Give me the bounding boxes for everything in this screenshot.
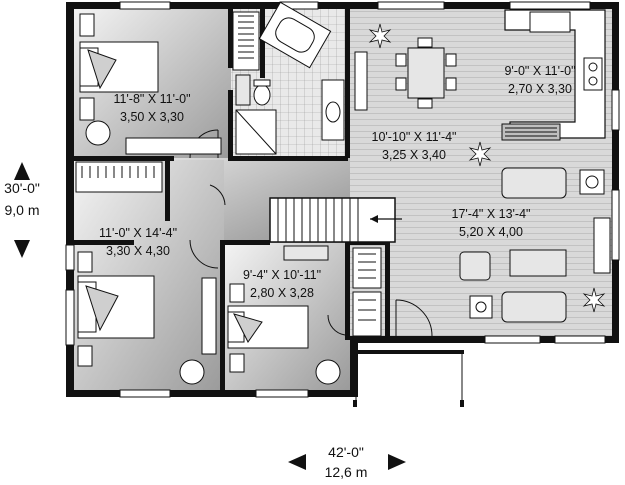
width-imperial: 42'-0" [328,444,364,460]
room-dimensions-imperial: 17'-4" X 13'-4" [452,207,531,221]
bathroom-fixtures [235,1,345,155]
floor-porch [353,352,463,392]
room-label-living: 17'-4" X 13'-4" 5,20 X 4,00 [452,207,531,239]
overall-width-dimension: 42'-0" 12,6 m [288,444,406,480]
depth-imperial: 30'-0" [4,180,40,196]
room-dimensions-metric: 3,25 X 3,40 [382,148,446,162]
room-label-bedroom-top-left: 11'-8" X 11'-0" 3,50 X 3,30 [113,92,190,124]
room-label-dining: 10'-10" X 11'-4" 3,25 X 3,40 [372,130,457,162]
room-dimensions-metric: 3,30 X 4,30 [106,244,170,258]
arrow-up-icon [14,162,30,180]
arrow-left-icon [288,454,306,470]
living-furniture [459,167,611,323]
staircase [269,197,402,243]
interior-walls [74,8,390,392]
room-dimensions-imperial: 9'-4" X 10'-11" [243,268,321,282]
bedroom-top-left-furniture [79,13,222,155]
room-label-kitchen: 9'-0" X 11'-0" 2,70 X 3,30 [504,64,575,96]
room-dimensions-metric: 2,70 X 3,30 [508,82,572,96]
kitchen-furniture [501,9,606,141]
width-metric: 12,6 m [325,464,368,480]
room-dimensions-metric: 2,80 X 3,28 [250,286,314,300]
porch [353,350,464,407]
room-dimensions-imperial: 9'-0" X 11'-0" [504,64,575,78]
room-dimensions-imperial: 11'-0" X 14'-4" [99,226,177,240]
closets [75,11,382,337]
dining-furniture [354,23,492,167]
room-dimensions-imperial: 11'-8" X 11'-0" [113,92,190,106]
room-dimensions-imperial: 10'-10" X 11'-4" [372,130,457,144]
bedroom-bottom-left-furniture [77,251,217,385]
room-label-bedroom-bottom-middle: 9'-4" X 10'-11" 2,80 X 3,28 [243,268,321,300]
windows [65,1,620,398]
arrow-right-icon [388,454,406,470]
arrow-down-icon [14,240,30,258]
overall-depth-dimension: 30'-0" 9,0 m [4,162,40,258]
bedroom-bottom-middle-furniture [227,245,341,385]
room-dimensions-metric: 3,50 X 3,30 [120,110,184,124]
room-dimensions-metric: 5,20 X 4,00 [459,225,523,239]
depth-metric: 9,0 m [4,202,39,218]
room-label-bedroom-bottom-left: 11'-0" X 14'-4" 3,30 X 4,30 [99,226,177,258]
